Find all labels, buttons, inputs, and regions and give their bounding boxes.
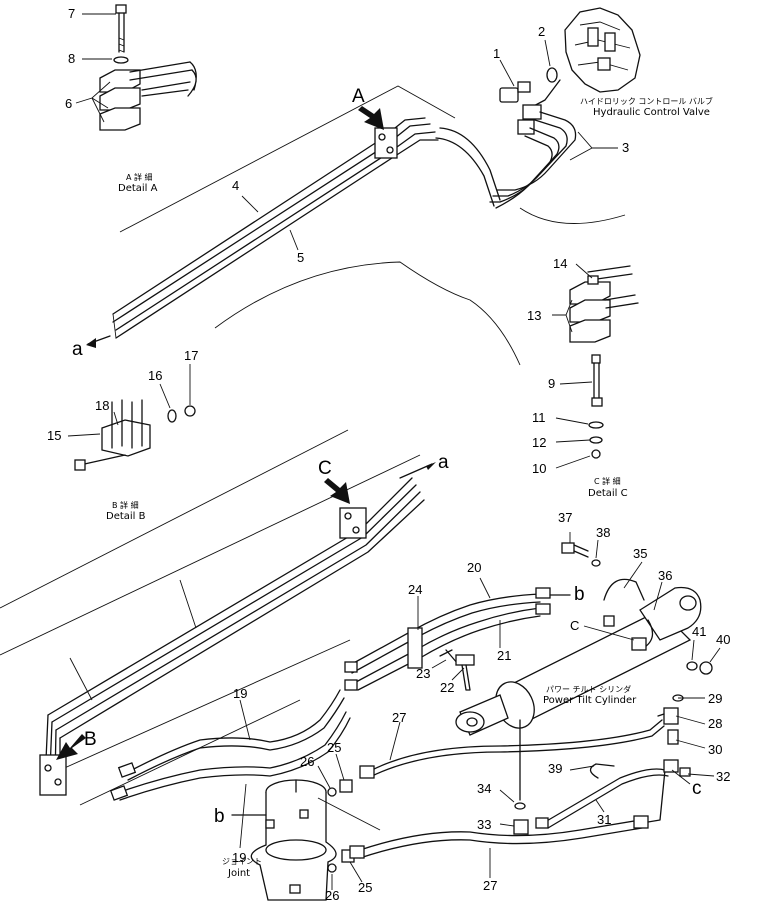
part-number: 8 [68, 51, 75, 66]
hydraulic-control-valve [529, 7, 641, 109]
connector-a-right: a [438, 452, 449, 473]
part-number: 25 [358, 880, 372, 895]
tube-27-upper [359, 719, 665, 779]
connector-b-left: b [214, 806, 225, 827]
part-number: 22 [440, 680, 454, 695]
tube-27-lower [317, 797, 649, 859]
detail-a-assembly [99, 4, 197, 131]
part-number: 12 [532, 435, 546, 450]
part-number: 27 [483, 878, 497, 893]
part-number: 5 [297, 250, 304, 265]
swivel-joint [250, 779, 337, 901]
detail-c-caption-jp: C 詳 細 [594, 476, 621, 486]
part-number: 6 [65, 96, 72, 111]
leader-lines [67, 13, 721, 890]
part-number: 18 [95, 398, 109, 413]
part-number: 28 [708, 716, 722, 731]
tube-31 [535, 759, 691, 829]
part-number: 23 [416, 666, 430, 681]
washer-41-nut-40 [686, 661, 713, 675]
detail-b-caption: Detail B [106, 511, 146, 522]
cylinder-caption: Power Tilt Cylinder [543, 695, 637, 706]
part-number: 3 [622, 140, 629, 155]
view-marker-a: A [352, 86, 365, 107]
detail-c-caption: Detail C [588, 488, 628, 499]
part-number: 14 [553, 256, 567, 271]
detail-c-assembly [569, 265, 639, 459]
arrow-a [358, 106, 384, 130]
cylinder-caption-jp: パワー チルト シリンダ [546, 684, 631, 694]
part-number: 17 [184, 348, 198, 363]
part-number: 19 [233, 686, 247, 701]
part-number: 16 [148, 368, 162, 383]
part-number: 10 [532, 461, 546, 476]
connector-c-lower: c [692, 778, 702, 799]
connector-leaders [86, 335, 571, 816]
fitting-25-26-upper [327, 779, 353, 797]
fitting-33-oring-34 [513, 802, 529, 835]
valve-caption-jp: ハイドロリック コントロール バルブ [580, 96, 713, 106]
connector-a-left: a [72, 339, 83, 360]
part-number: 13 [527, 308, 541, 323]
part-number: 15 [47, 428, 61, 443]
u-clamp-35 [603, 578, 645, 627]
part-number: 4 [232, 178, 239, 193]
part-number: 32 [716, 769, 730, 784]
part-number: 29 [708, 691, 722, 706]
valve-caption: Hydraulic Control Valve [593, 107, 710, 118]
detail-b-caption-jp: B 詳 細 [112, 500, 139, 510]
hoses-19 [109, 689, 351, 801]
part-number: 30 [708, 742, 722, 757]
frame-outlines [0, 85, 626, 806]
detail-a-caption: Detail A [118, 183, 158, 194]
power-tilt-cylinder [455, 586, 702, 801]
detail-b-assembly [74, 399, 196, 471]
part-number: 24 [408, 582, 422, 597]
part-number: 21 [497, 648, 511, 663]
clamp-detail-c-location [339, 507, 367, 539]
part-number: 20 [467, 560, 481, 575]
part-number: 25 [327, 740, 341, 755]
part-number: 27 [392, 710, 406, 725]
part-number: 34 [477, 781, 491, 796]
clamp-detail-b-location [39, 754, 67, 796]
part-number: 39 [548, 761, 562, 776]
connector-b-right: b [574, 584, 585, 605]
view-marker-c: C [318, 458, 332, 479]
part-number: 26 [325, 888, 339, 903]
part-number: 31 [597, 812, 611, 827]
part-number: 35 [633, 546, 647, 561]
part-number: 9 [548, 376, 555, 391]
connector-c-upper: C [570, 618, 579, 633]
part-number: 40 [716, 632, 730, 647]
arrow-c [324, 478, 350, 504]
part-number: 41 [692, 624, 706, 639]
part-number: 11 [532, 410, 546, 425]
part-number: 26 [300, 754, 314, 769]
part-number: 19 [232, 850, 246, 865]
part-number: 7 [68, 6, 75, 21]
detail-a-caption-jp: A 詳 細 [126, 172, 153, 182]
valve-lines [435, 111, 577, 209]
part-number: 33 [477, 817, 491, 832]
part-number: 36 [658, 568, 672, 583]
view-marker-b: B [84, 729, 97, 750]
lower-tubes-4-5 [45, 477, 425, 787]
part-number: 38 [596, 525, 610, 540]
arrow-b [56, 734, 86, 760]
tubes-20-21 [344, 587, 551, 691]
clamp-detail-a-location [374, 127, 398, 159]
joint-caption-jp: ジョイント [222, 857, 262, 866]
part-number: 1 [493, 46, 500, 61]
valve-fittings [499, 67, 558, 135]
joint-caption: Joint [227, 868, 250, 879]
part-number: 37 [558, 510, 572, 525]
part-number: 2 [538, 24, 545, 39]
bolt-37-washer-38 [561, 542, 601, 567]
